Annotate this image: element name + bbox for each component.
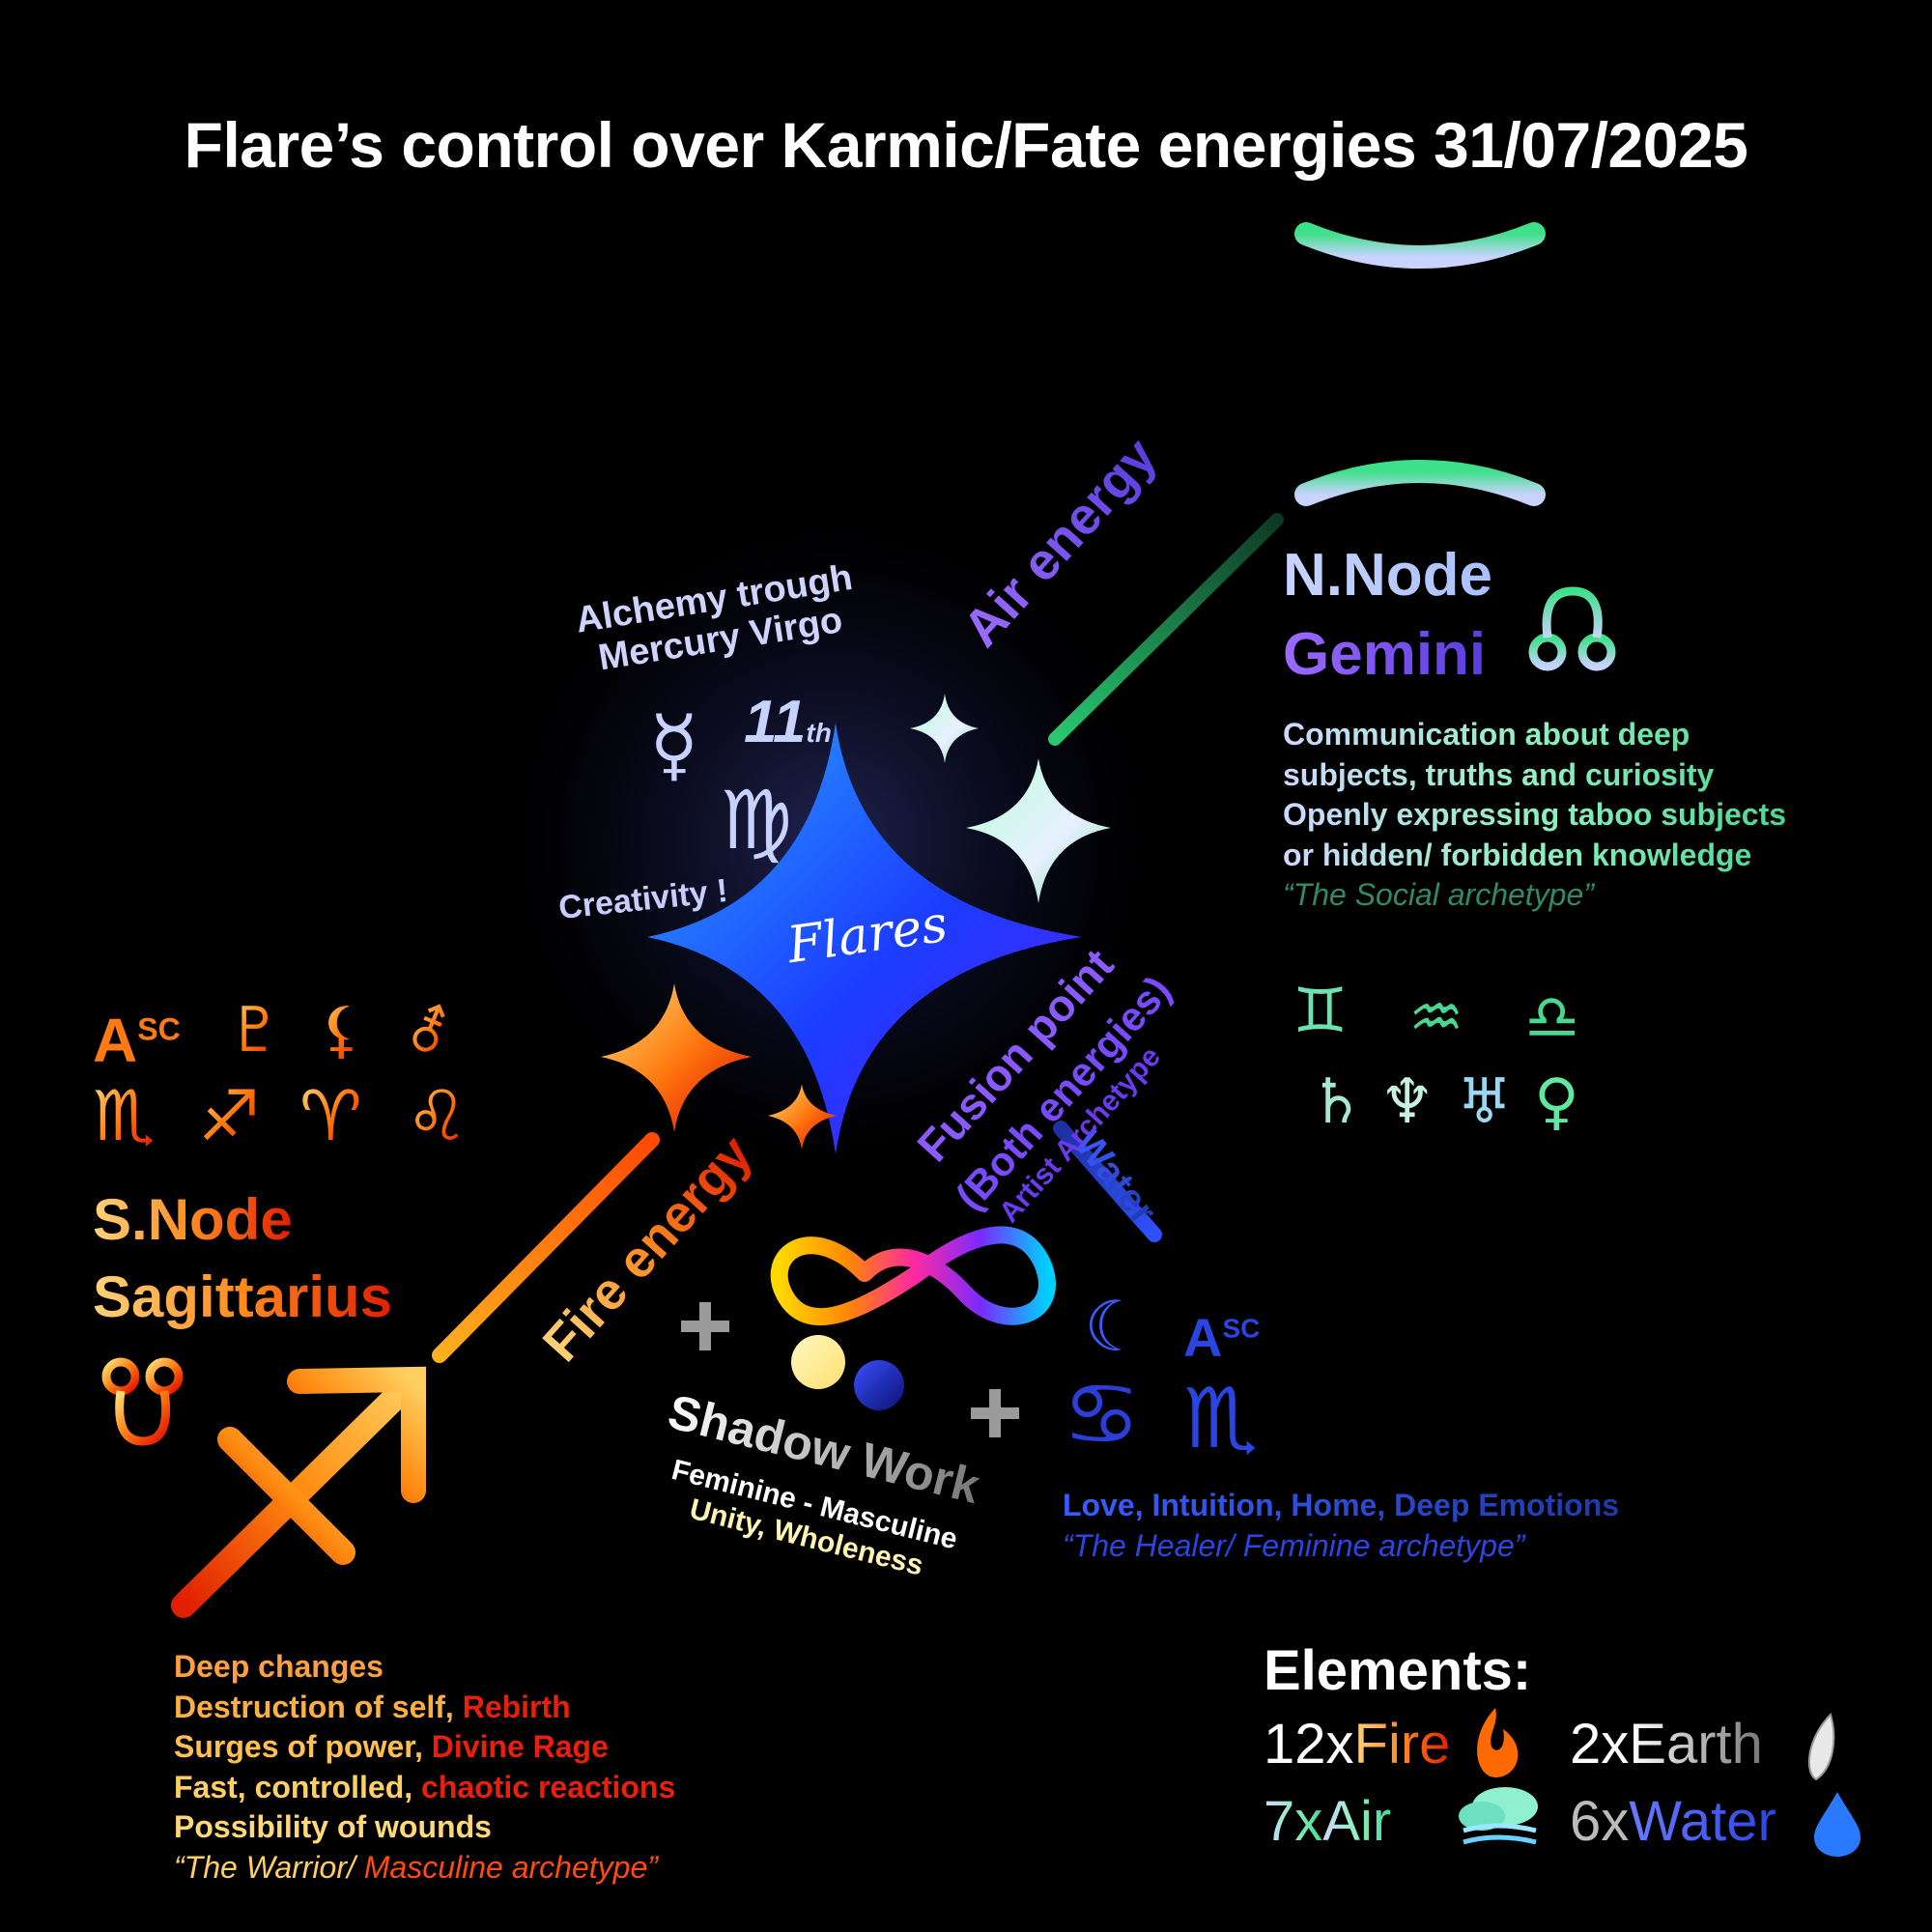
north-node-icon xyxy=(1528,586,1616,671)
air-energy-line xyxy=(1048,513,1284,746)
south-node-label: S.Node xyxy=(93,1187,293,1252)
venus-icon: ♀ xyxy=(1534,1066,1579,1138)
plus-icon xyxy=(681,1302,729,1350)
house-suffix: th xyxy=(806,718,832,748)
sn-line-4: Fast, controlled, chaotic reactions xyxy=(174,1769,676,1804)
water-glyphs: ☾ ♋ ♏ xyxy=(1063,1286,1258,1467)
elements-title: Elements: xyxy=(1264,1639,1532,1702)
small-fire-sparkle-icon xyxy=(768,1084,837,1150)
nn-line-1: Communication about deep xyxy=(1283,715,1786,755)
pluto-icon: ♇ xyxy=(227,995,282,1066)
center-sparkle-icon xyxy=(647,723,1082,1154)
water-archetype: “The Healer/ Feminine archetype” xyxy=(1063,1527,1525,1563)
nn-line-3: Openly expressing taboo subjects xyxy=(1283,795,1786,836)
cloud-icon xyxy=(1459,1787,1538,1845)
house-number: 11 xyxy=(744,689,807,755)
leaf-icon xyxy=(1807,1713,1835,1781)
sn-line-2: Destruction of self, Rebirth xyxy=(174,1689,571,1724)
moon-ball-icon xyxy=(854,1360,904,1410)
asc-a: A xyxy=(93,1006,138,1075)
water-asc-a: A xyxy=(1183,1307,1223,1368)
sn-line-3: Surges of power, Divine Rage xyxy=(174,1729,609,1765)
north-node-sign: Gemini xyxy=(1283,621,1487,688)
south-node-sign: Sagittarius xyxy=(93,1264,393,1329)
air-count: 7xAir xyxy=(1264,1790,1392,1853)
drop-icon xyxy=(1814,1792,1861,1857)
water-asc-label: ASC xyxy=(1183,1306,1260,1369)
water-count: 6xWater xyxy=(1570,1790,1776,1853)
water-line: Love, Intuition, Home, Deep Emotions xyxy=(1063,1486,1619,1526)
north-node-description: Communication about deep subjects, truth… xyxy=(1283,715,1786,916)
gemini-icon xyxy=(1294,222,1546,506)
sn-archetype: “The Warrior/ Masculine archetype” xyxy=(174,1849,658,1885)
green-sparkle-icon xyxy=(966,758,1111,903)
libra-icon: ♎ xyxy=(1524,982,1579,1054)
sn-line-1: Deep changes xyxy=(174,1649,384,1684)
mars-jupiter-icon: ⚦ xyxy=(406,1002,451,1065)
saturn-icon: ♄ xyxy=(1309,1066,1364,1138)
water-energy-line xyxy=(1053,1121,1162,1242)
scorpio-icon: ♏ xyxy=(93,1075,156,1156)
nn-archetype: “The Social archetype” xyxy=(1283,877,1594,913)
fire-energy-line xyxy=(432,1132,660,1363)
mercury-icon: ☿ xyxy=(649,697,699,792)
asc-sup: SC xyxy=(137,1011,181,1047)
moon-icon: ☾ xyxy=(1084,1286,1147,1367)
water-asc-sup: SC xyxy=(1222,1313,1261,1344)
sun-ball-icon xyxy=(791,1335,845,1389)
uranus-icon: ♅ xyxy=(1457,1066,1512,1138)
scorpio-water-icon: ♏ xyxy=(1183,1371,1258,1467)
water-description: Love, Intuition, Home, Deep Emotions “Th… xyxy=(1063,1486,1619,1566)
fire-icon xyxy=(1477,1708,1519,1777)
lilith-icon: ⚸ xyxy=(319,995,364,1066)
sagittarius-icon xyxy=(171,1366,426,1618)
south-node-description: Deep changes Destruction of self, Rebirt… xyxy=(174,1647,675,1889)
small-green-sparkle-icon xyxy=(910,694,979,763)
page-title: Flare’s control over Karmic/Fate energie… xyxy=(184,109,1748,181)
mercury-house-label: 11th xyxy=(744,688,832,756)
nn-line-4: or hidden/ forbidden knowledge xyxy=(1283,836,1786,876)
aquarius-icon: ♒ xyxy=(1408,982,1463,1054)
neptune-icon: ♆ xyxy=(1379,1066,1435,1138)
air-glyphs: ♊ ♒ ♎ ♄ ♆ ♅ ♀ xyxy=(1293,976,1579,1138)
leo-icon: ♌ xyxy=(406,1075,469,1156)
north-node-label: N.Node xyxy=(1283,542,1492,609)
mercury-virgo-glyphs: ☿ ♍ xyxy=(649,697,792,867)
fire-asc-label: ASC xyxy=(93,1005,181,1076)
sn-line-5: Possibility of wounds xyxy=(174,1809,492,1845)
sagittarius-small-icon: ♐ xyxy=(198,1075,261,1156)
aries-icon: ♈ xyxy=(299,1075,362,1156)
nn-line-2: subjects, truths and curiosity xyxy=(1283,755,1786,796)
fire-count: 12xFire xyxy=(1264,1713,1451,1776)
infinity-icon xyxy=(770,1226,1056,1326)
cancer-icon: ♋ xyxy=(1063,1364,1141,1465)
plus-icon-2 xyxy=(971,1389,1019,1437)
fire-sparkle-icon xyxy=(601,983,752,1132)
gemini-small-icon: ♊ xyxy=(1293,976,1348,1047)
virgo-icon: ♍ xyxy=(720,773,792,867)
fire-glyphs: ♏ ♐ ♈ ♌ ♇ ⚸ ⚦ xyxy=(93,995,469,1156)
earth-count: 2xEarth xyxy=(1570,1713,1763,1776)
south-node-icon xyxy=(101,1357,184,1446)
